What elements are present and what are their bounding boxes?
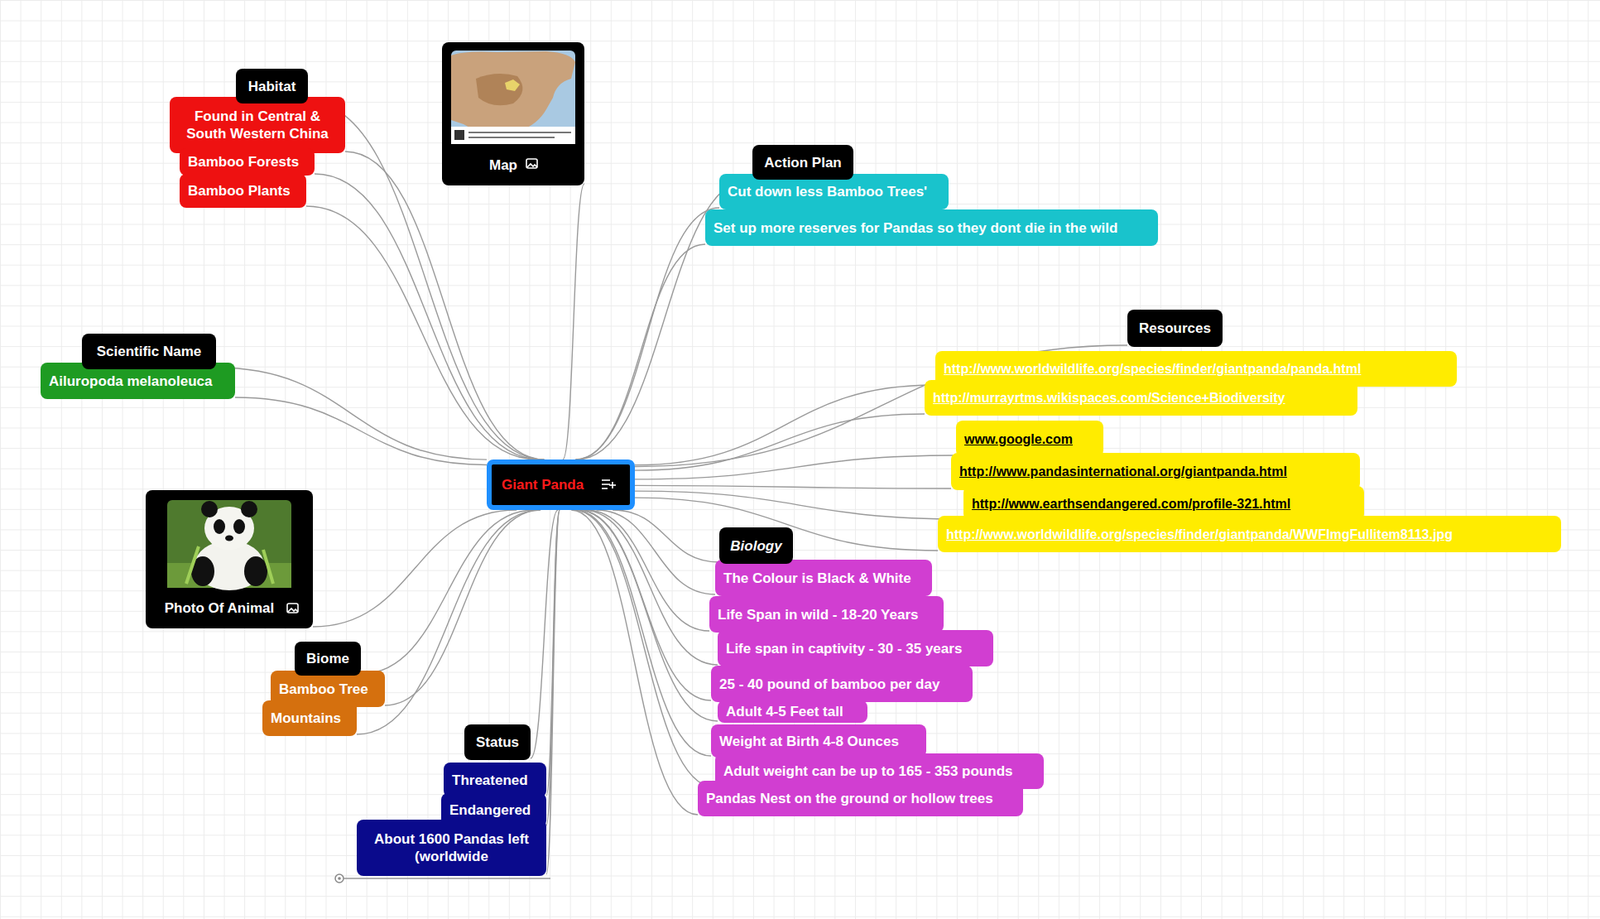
- node-label: Ailuropoda melanoleuca: [48, 372, 212, 390]
- branch-connector: [582, 509, 718, 665]
- node-label: Set up more reserves for Pandas so they …: [713, 219, 1118, 237]
- subtopic-box: Mountains: [262, 700, 357, 736]
- subtopic-box: Set up more reserves for Pandas so they …: [705, 209, 1158, 246]
- node-label: Pandas Nest on the ground or hollow tree…: [706, 789, 994, 808]
- node-label: http://www.earthsendangered.com/profile-…: [971, 494, 1291, 513]
- node-label: www.google.com: [964, 430, 1073, 448]
- branch-connector: [575, 207, 720, 460]
- underline: [343, 877, 551, 879]
- collapse-marker: [335, 874, 344, 883]
- subtopic-box: Bamboo Forests: [179, 148, 315, 176]
- node-label: Life span in captivity - 30 - 35 years: [725, 639, 962, 658]
- branch-connector: [312, 509, 517, 627]
- branch-connector: [634, 455, 957, 480]
- node-label: Threatened: [451, 771, 529, 789]
- subtopic-box: Adult 4-5 Feet tall: [717, 700, 868, 723]
- branch-connector: [576, 244, 706, 460]
- branch-connector: [574, 509, 712, 756]
- branch-connector: [634, 384, 936, 466]
- node-label: Status: [475, 733, 519, 751]
- node-label: Endangered: [449, 801, 531, 819]
- node-label: Photo Of Animal: [164, 599, 275, 617]
- node-label: Scientific Name: [96, 342, 202, 361]
- node-label: Cut down less Bamboo Trees': [727, 182, 928, 201]
- topic-heading: Biology: [719, 527, 793, 564]
- branch-connector: [216, 367, 487, 460]
- panda-photo: [167, 499, 292, 591]
- topic-heading: Status: [464, 724, 531, 760]
- node-label: http://murrayrtms.wikispaces.com/Science…: [932, 389, 1286, 407]
- subtopic-box: Weight at Birth 4-8 Ounces: [711, 724, 927, 758]
- topic-heading: Action Plan: [752, 144, 854, 180]
- map-image: [451, 50, 576, 145]
- central-topic: Giant Panda: [486, 459, 635, 510]
- node-label: Biology: [730, 537, 782, 555]
- topic-heading: Scientific Name: [81, 333, 217, 370]
- topic-heading: Biome: [294, 641, 361, 676]
- node-label: Action Plan: [763, 153, 842, 172]
- link-box: http://murrayrtms.wikispaces.com/Science…: [924, 379, 1358, 416]
- node-label: About 1600 Pandas left (worldwide: [365, 830, 539, 865]
- image-topic: Photo Of Animal: [145, 490, 313, 629]
- topic-heading: Resources: [1127, 309, 1223, 347]
- node-label: http://www.pandasinternational.org/giant…: [959, 462, 1288, 481]
- branch-connector: [306, 206, 539, 460]
- branch-connector: [314, 173, 541, 460]
- node-label: Bamboo Tree: [278, 680, 369, 698]
- node-label: Biome: [306, 649, 350, 668]
- branch-connector: [571, 509, 698, 815]
- subtopic-box: Life Span in wild - 18-20 Years: [709, 595, 944, 633]
- node-label: Life Span in wild - 18-20 Years: [717, 605, 919, 624]
- node-label: Bamboo Plants: [187, 182, 291, 200]
- subtopic-box: Bamboo Plants: [179, 173, 307, 208]
- subtopic-box: Found in Central & South Western China: [169, 96, 346, 154]
- node-label: http://www.worldwildlife.org/species/fin…: [943, 360, 1361, 378]
- branch-connector: [546, 509, 560, 875]
- node-label: Giant Panda: [501, 475, 584, 494]
- subtopic-box: Threatened: [443, 762, 547, 798]
- node-label: Mountains: [270, 709, 342, 727]
- node-label: The Colour is Black & White: [723, 569, 912, 587]
- branch-connector: [235, 397, 487, 466]
- node-label: 25 - 40 pound of bamboo per day: [719, 675, 940, 693]
- subtopic-box: About 1600 Pandas left (worldwide: [356, 819, 547, 876]
- branch-connector: [345, 151, 545, 460]
- subtopic-box: Life span in captivity - 30 - 35 years: [717, 629, 994, 667]
- node-label: Resources: [1138, 319, 1211, 337]
- image-topic: Map: [442, 42, 585, 186]
- note-icon: [601, 480, 616, 489]
- link-box: http://www.worldwildlife.org/species/fin…: [937, 515, 1562, 553]
- subtopic-box: 25 - 40 pound of bamboo per day: [711, 665, 973, 702]
- branch-connector: [384, 509, 541, 706]
- node-label: Bamboo Forests: [187, 153, 299, 171]
- topic-heading: Habitat: [235, 68, 308, 104]
- link-box: http://www.pandasinternational.org/giant…: [951, 452, 1360, 491]
- branch-connector: [634, 490, 964, 519]
- branch-connector: [634, 485, 952, 489]
- node-label: http://www.worldwildlife.org/species/fin…: [946, 525, 1453, 543]
- node-label: Weight at Birth 4-8 Ounces: [719, 732, 899, 750]
- node-label: Adult weight can be up to 165 - 353 poun…: [723, 762, 1013, 780]
- branch-connector: [634, 413, 925, 471]
- node-label: Adult 4-5 Feet tall: [725, 702, 844, 721]
- node-label: Map: [489, 156, 518, 174]
- branch-connector: [595, 509, 716, 595]
- image-icon: [287, 158, 538, 613]
- node-label: Found in Central & South Western China: [177, 107, 337, 143]
- branch-connector: [573, 509, 716, 788]
- node-label: Habitat: [248, 77, 297, 96]
- branch-connector: [577, 509, 718, 721]
- subtopic-box: The Colour is Black & White: [715, 559, 933, 596]
- link-box: www.google.com: [956, 420, 1104, 457]
- collapse-marker-dot: [337, 876, 342, 880]
- branch-connector: [562, 183, 585, 460]
- subtopic-box: Pandas Nest on the ground or hollow tree…: [697, 780, 1024, 817]
